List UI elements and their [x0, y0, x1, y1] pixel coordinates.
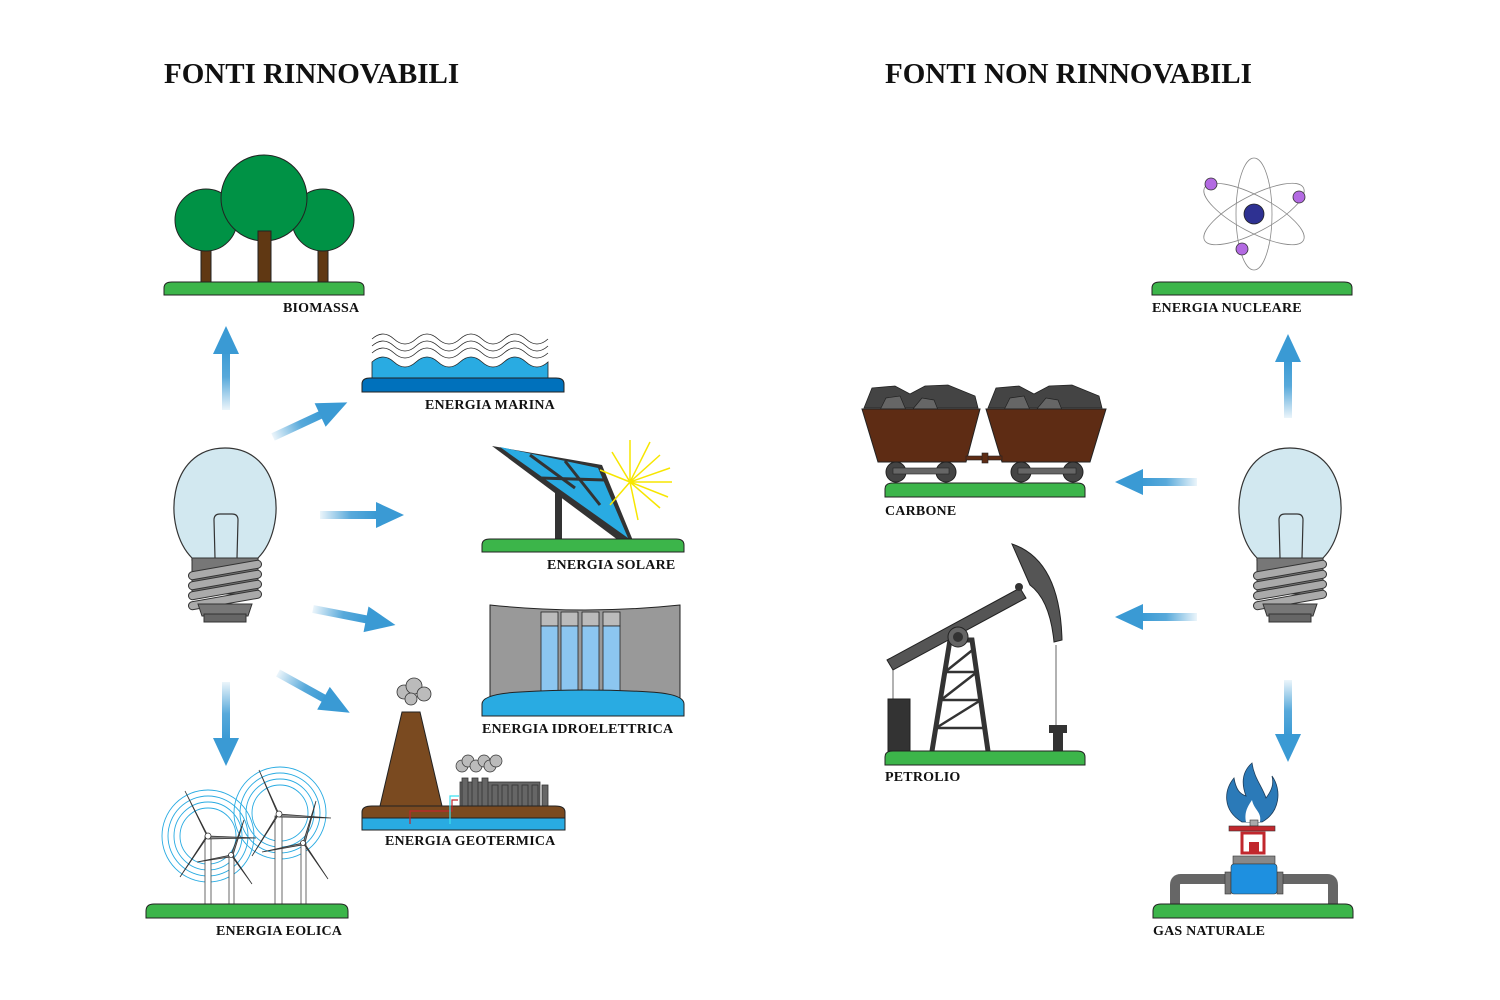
- gas-valve-icon: [1152, 762, 1354, 919]
- lightbulb-icon: [1238, 447, 1342, 623]
- label-carbone: CARBONE: [885, 504, 957, 519]
- arrow-to-idroelettrica: [312, 605, 396, 633]
- dam-icon: [481, 604, 685, 717]
- label-petrolio: PETROLIO: [885, 770, 961, 785]
- label-energia-marina: ENERGIA MARINA: [425, 398, 555, 413]
- heading-non-renewable: FONTI NON RINNOVABILI: [885, 58, 1252, 90]
- arrow-to-solare: [320, 502, 404, 528]
- label-energia-idroelettrica: ENERGIA IDROELETTRICA: [482, 722, 674, 737]
- arrow-to-gas: [1275, 680, 1301, 762]
- label-energia-nucleare: ENERGIA NUCLEARE: [1152, 301, 1302, 316]
- steam-icon: [396, 677, 432, 706]
- arrow-to-biomassa: [213, 326, 239, 410]
- lightbulb-icon: [173, 447, 277, 623]
- heading-renewable: FONTI RINNOVABILI: [164, 58, 460, 90]
- geothermal-plant-icon: [361, 677, 566, 831]
- oil-pump-icon: [884, 543, 1086, 766]
- label-energia-solare: ENERGIA SOLARE: [547, 558, 676, 573]
- label-energia-geotermica: ENERGIA GEOTERMICA: [385, 834, 556, 849]
- arrow-to-geotermica: [276, 669, 350, 713]
- label-biomassa: BIOMASSA: [283, 301, 360, 316]
- label-energia-eolica: ENERGIA EOLICA: [216, 924, 343, 939]
- sun-icon: [599, 440, 672, 521]
- wind-turbines-icon: [145, 766, 349, 919]
- waves-icon: [361, 333, 565, 393]
- label-gas-naturale: GAS NATURALE: [1153, 924, 1266, 939]
- arrow-to-petrolio: [1115, 604, 1197, 630]
- coal-carts-icon: [861, 384, 1107, 498]
- arrow-to-carbone: [1115, 469, 1197, 495]
- atom-icon: [1151, 157, 1353, 296]
- solar-panel-icon: [481, 440, 685, 553]
- arrow-to-marina: [271, 402, 348, 441]
- arrow-to-nucleare: [1275, 334, 1301, 418]
- trees-icon: [163, 154, 365, 296]
- arrow-to-eolica: [213, 682, 239, 766]
